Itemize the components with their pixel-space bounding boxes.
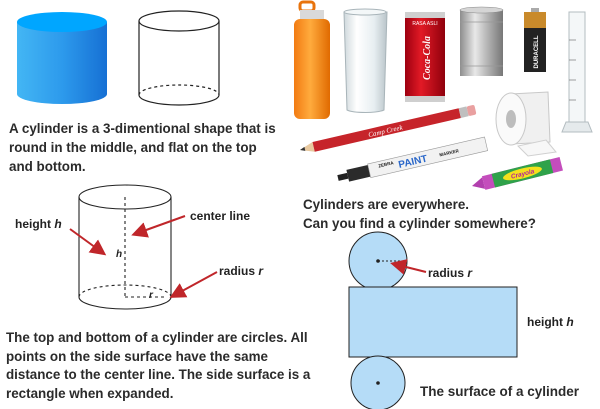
everywhere-line-1: Cylinders are everywhere. (303, 197, 469, 212)
net-radius-arrow (390, 259, 427, 275)
inner-radius-mark: r (149, 290, 153, 301)
soda-can: RASA ASLI Coca-Cola (405, 12, 445, 102)
orange-bottle (294, 0, 330, 119)
center-line-arrow (131, 215, 186, 238)
net-height-word: height (527, 315, 563, 329)
marker-text-3: MARKER (439, 148, 460, 157)
radius-label-var: r (258, 264, 264, 278)
radius-label: radius r (219, 264, 263, 278)
radius-arrow (169, 271, 218, 298)
inner-height-var: h (116, 249, 123, 260)
paint-marker: ZEBRA PAINT MARKER (337, 136, 489, 182)
measuring-cylinder (561, 11, 593, 133)
center-line-label: center line (190, 209, 251, 223)
height-label-var: h (54, 217, 62, 231)
outline-cylinder (138, 10, 220, 106)
inner-height-mark: h (116, 249, 122, 260)
net-radius-label: radius r (428, 266, 472, 280)
solid-cylinder (17, 12, 107, 104)
height-arrow (69, 228, 107, 256)
battery-text: DURACELL (534, 35, 540, 68)
everywhere-line-2: Can you find a cylinder somewhere? (303, 216, 536, 231)
definition-text: A cylinder is a 3-dimentional shape that… (9, 121, 276, 174)
height-label-word: height (15, 217, 51, 231)
tin-can (459, 6, 504, 76)
can-top-text: RASA ASLI (412, 21, 437, 27)
crayon: Crayola (472, 156, 563, 190)
height-label: height h (15, 217, 62, 231)
marker-text-1: ZEBRA (378, 160, 395, 169)
radius-label-word: radius (219, 264, 256, 278)
can-brand-text: Coca-Cola (422, 36, 433, 80)
cylinder-net (348, 231, 518, 409)
glass (343, 8, 388, 113)
toilet-paper (495, 91, 557, 157)
everywhere-text: Cylinders are everywhere. Can you find a… (303, 195, 593, 233)
properties-text: The top and bottom of a cylinder are cir… (6, 330, 311, 401)
net-height-var: h (566, 315, 574, 329)
net-title: The surface of a cylinder (420, 384, 580, 399)
battery: DURACELL (524, 8, 546, 72)
net-height-label: height h (527, 315, 574, 329)
inner-radius-var: r (149, 290, 153, 301)
net-side-rectangle (348, 286, 518, 358)
net-radius-word: radius (428, 266, 465, 280)
labeled-cylinder (78, 184, 172, 310)
net-radius-var: r (467, 266, 473, 280)
